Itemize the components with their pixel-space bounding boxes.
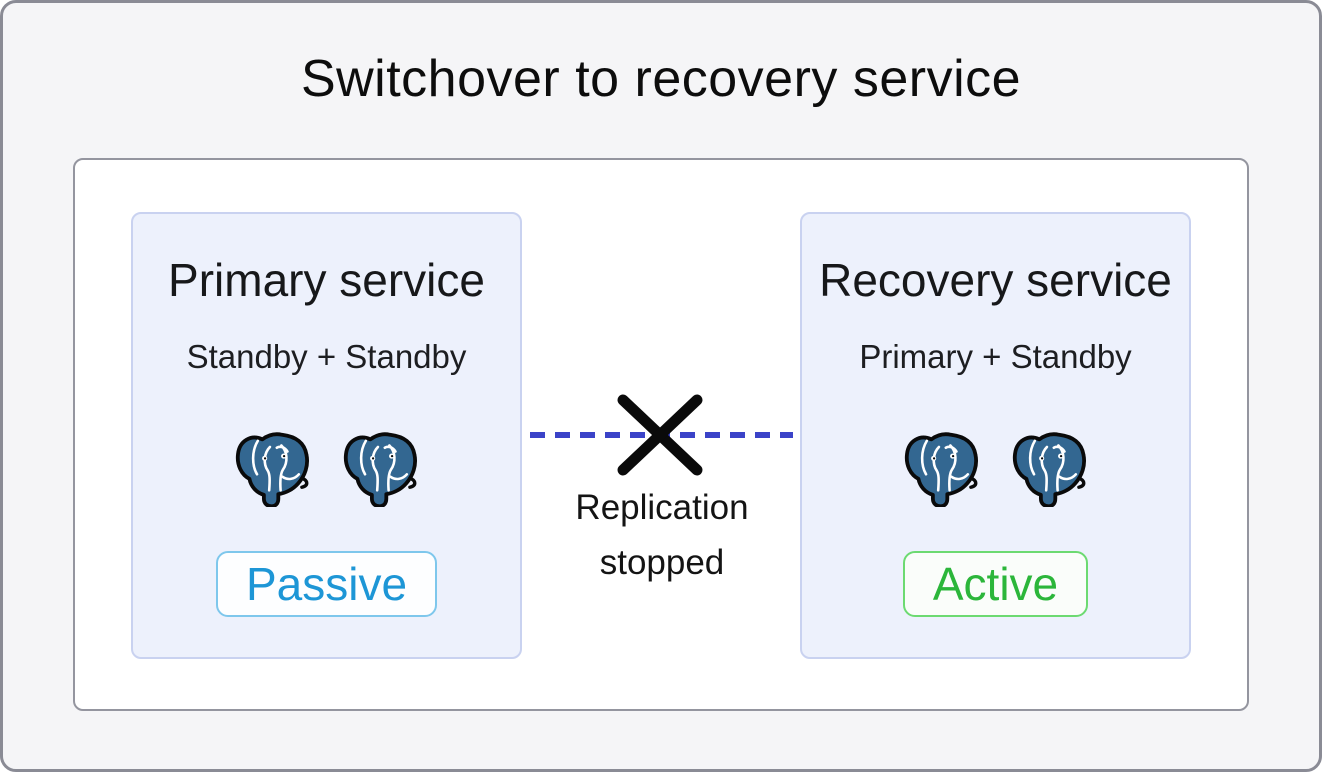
replication-caption: Replication stopped: [575, 488, 749, 582]
postgresql-elephant-icon: [340, 431, 422, 507]
postgresql-elephant-icon: [1009, 431, 1091, 507]
primary-service-subtitle: Standby + Standby: [186, 338, 467, 375]
diagram-title: Switchover to recovery service: [300, 50, 1022, 108]
postgresql-elephant-icon: [232, 431, 314, 507]
primary-service-title: Primary service: [168, 254, 485, 306]
primary-service-card: Primary service Standby + Standby Passiv…: [131, 212, 522, 659]
postgresql-elephant-icon: [901, 431, 983, 507]
replication-link-graphic: [530, 394, 793, 476]
x-cross-icon: [617, 394, 703, 476]
primary-service-status-badge: Passive: [215, 551, 438, 617]
recovery-service-status-badge: Active: [902, 551, 1089, 617]
recovery-service-card: Recovery service Primary + Standby Activ…: [800, 212, 1191, 659]
recovery-service-subtitle: Primary + Standby: [859, 338, 1132, 375]
recovery-service-icons: [901, 431, 1091, 507]
primary-service-icons: [232, 431, 422, 507]
recovery-service-title: Recovery service: [819, 254, 1172, 306]
